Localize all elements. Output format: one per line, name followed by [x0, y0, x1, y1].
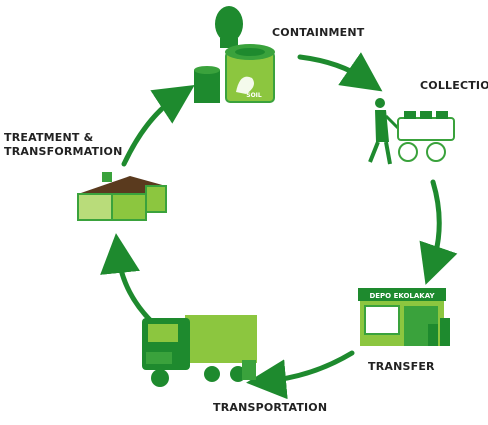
transport-truck: [142, 315, 257, 387]
arrow-transfer-to-transportation: [246, 350, 355, 400]
stage-label-transfer: TRANSFER: [368, 360, 435, 373]
depot-sign: DEPO EKOLAKAY: [369, 292, 435, 300]
cycle-arrows: [100, 52, 458, 400]
bucket: [194, 70, 220, 103]
arrow-transportation-to-treatment: [100, 233, 155, 325]
stage-label-collection: COLLECTION: [420, 79, 488, 92]
stage-label-treatment: TREATMENT & TRANSFORMATION: [4, 131, 123, 159]
stage-label-treatment-line2: TRANSFORMATION: [4, 145, 123, 158]
toilet-lid: [215, 6, 243, 42]
stage-label-transportation: TRANSPORTATION: [213, 401, 328, 414]
arrow-treatment-to-containment: [121, 85, 195, 167]
stage-label-treatment-line1: TREATMENT &: [4, 131, 94, 144]
arrow-containment-to-collection: [297, 52, 383, 92]
transfer-depot: DEPO EKOLAKAY: [358, 288, 450, 346]
arrow-collection-to-transfer: [419, 179, 458, 285]
toilet-illustration: SOIL: [194, 6, 275, 103]
stage-label-containment: CONTAINMENT: [272, 26, 365, 39]
collector-with-cart: [368, 98, 455, 165]
compost-bins: [77, 172, 167, 221]
toilet-brand: SOIL: [246, 92, 262, 99]
